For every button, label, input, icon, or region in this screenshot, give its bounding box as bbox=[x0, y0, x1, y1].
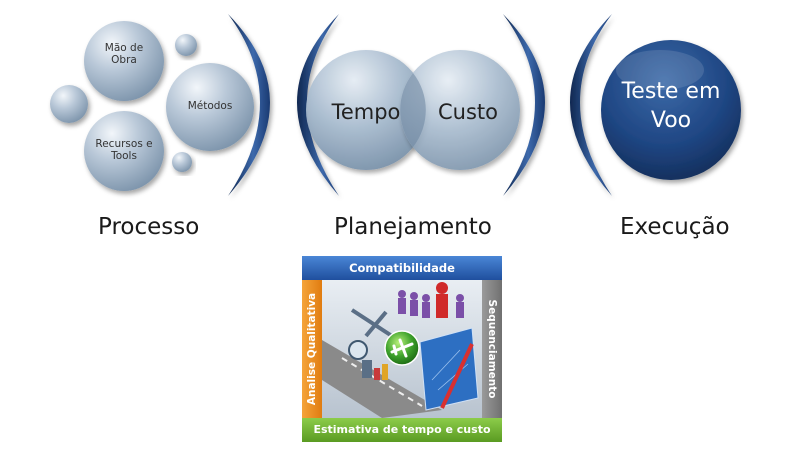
chart-bar-icon bbox=[374, 368, 380, 380]
pencil-icon bbox=[440, 343, 474, 409]
sequenciamento-bar: Sequenciamento bbox=[482, 280, 502, 418]
overlap-region bbox=[400, 73, 426, 147]
planejamento-title: Planejamento bbox=[334, 214, 492, 240]
recursos-bubble bbox=[84, 111, 164, 191]
tempo-label: Tempo bbox=[331, 100, 401, 124]
blueprint-sheet bbox=[419, 327, 479, 411]
aircraft-icon bbox=[350, 308, 394, 338]
highlight bbox=[616, 50, 704, 90]
small-bubble bbox=[175, 34, 197, 56]
small-bubble bbox=[172, 152, 192, 172]
mao-de-obra-bubble bbox=[84, 21, 164, 101]
compatibilidade-bar: Compatibilidade bbox=[302, 256, 502, 280]
planning-composite-panel: Compatibilidade Analise Qualitativa bbox=[302, 256, 502, 442]
bracket-divider-1 bbox=[228, 14, 339, 196]
custo-circle bbox=[400, 50, 520, 170]
runway-stripe bbox=[341, 357, 423, 407]
planejamento-circles bbox=[306, 50, 520, 170]
left-paren-icon bbox=[297, 14, 339, 196]
teste-em-voo-label: Teste em Voo bbox=[621, 79, 721, 133]
planning-illustration bbox=[322, 280, 482, 418]
chart-bar-icon bbox=[382, 364, 388, 380]
teste-em-voo-circle bbox=[601, 40, 741, 180]
lamp-stand bbox=[362, 360, 372, 378]
metodos-label: Métodos bbox=[187, 100, 233, 112]
custo-label: Custo bbox=[438, 100, 498, 124]
bracket-divider-2 bbox=[503, 14, 612, 196]
metodos-bubble bbox=[166, 63, 254, 151]
execucao-title: Execução bbox=[620, 214, 730, 240]
tempo-circle bbox=[306, 50, 426, 170]
airplane-glyph bbox=[390, 338, 414, 358]
processo-bubbles bbox=[84, 21, 254, 191]
estimativa-bar: Estimativa de tempo e custo bbox=[302, 418, 502, 442]
blueprint-lines bbox=[431, 349, 469, 391]
processo-title: Processo bbox=[98, 214, 200, 240]
people-icon bbox=[398, 282, 464, 318]
recursos-tools-label: Recursos e Tools bbox=[95, 138, 153, 163]
right-paren-icon bbox=[503, 14, 545, 196]
right-paren-icon bbox=[228, 14, 270, 196]
analise-qualitativa-label: Analise Qualitativa bbox=[306, 292, 318, 406]
analise-qualitativa-bar: Analise Qualitativa bbox=[302, 280, 322, 418]
mao-de-obra-label: Mão de Obra bbox=[104, 42, 144, 67]
sequenciamento-label: Sequenciamento bbox=[486, 299, 498, 399]
small-bubble bbox=[50, 85, 88, 123]
left-paren-icon bbox=[570, 14, 612, 196]
lamp-icon bbox=[348, 340, 368, 360]
